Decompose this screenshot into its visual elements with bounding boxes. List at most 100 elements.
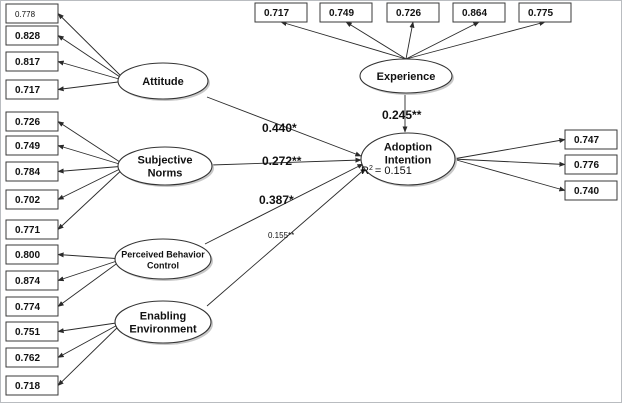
path-arrow-enabling-environment — [206, 167, 367, 307]
indicator-box — [5, 270, 59, 291]
indicator-box — [386, 2, 440, 23]
indicator-loading: 0.749 — [329, 8, 354, 19]
indicator-loading: 0.762 — [15, 353, 40, 364]
labels-layer: 0.440* 0.272** 0.387* 0.155** 0.245** — [259, 108, 422, 240]
indicator-loading: 0.726 — [396, 8, 421, 19]
construct-label: Intention — [385, 155, 432, 167]
construct-attitude: Attitude — [117, 62, 210, 101]
construct-ellipse — [114, 300, 212, 344]
indicator-box — [564, 154, 618, 175]
indicator-box — [5, 51, 59, 72]
indicator-box — [564, 129, 618, 150]
indicator-box — [5, 25, 59, 46]
indicator-box — [5, 3, 59, 24]
indicator-loading: 0.800 — [15, 250, 40, 261]
construct-label: Experience — [377, 71, 436, 83]
construct-label: Enabling — [140, 311, 186, 323]
indicator-loading: 0.864 — [462, 8, 487, 19]
indicator-box — [319, 2, 373, 23]
path-coefficient: 0.155** — [268, 231, 294, 240]
indicator-box — [5, 219, 59, 240]
loading-arrow — [57, 121, 127, 167]
indicator-loading: 0.726 — [15, 117, 40, 128]
nodes-layer: 0.778 0.828 0.817 0.717 0.726 0.749 0.784 0.702… — [5, 2, 618, 396]
loading-arrow — [57, 80, 127, 92]
indicator-loading: 0.778 — [15, 10, 36, 19]
construct-experience: Experience — [359, 58, 454, 95]
loading-arrow — [57, 258, 124, 307]
path-arrow-perceived-behavior-control — [204, 163, 364, 245]
loading-arrow — [57, 321, 124, 334]
indicator-loading: 0.771 — [15, 225, 40, 236]
loading-arrow — [57, 321, 124, 386]
construct-label: Subjective — [137, 155, 192, 167]
indicator-loading: 0.776 — [574, 160, 599, 171]
edges-layer — [57, 13, 566, 386]
indicator-loading: 0.828 — [15, 31, 40, 42]
indicator-box — [5, 161, 59, 182]
loading-arrow — [57, 165, 127, 230]
loading-arrow — [57, 321, 124, 358]
path-coefficient: 0.440* — [262, 121, 297, 135]
loading-arrow — [280, 21, 407, 60]
indicator-loading: 0.717 — [264, 8, 289, 19]
indicator-box — [5, 79, 59, 100]
indicator-loading: 0.751 — [15, 327, 40, 338]
indicator-box — [254, 2, 308, 23]
loading-arrow — [57, 252, 124, 260]
indicator-box — [5, 244, 59, 265]
construct-label: Control — [147, 261, 179, 271]
indicator-loading: 0.702 — [15, 195, 40, 206]
construct-label: Norms — [148, 168, 183, 180]
r-squared-exponent: 2 — [369, 165, 373, 172]
loading-arrow — [452, 137, 566, 160]
path-coefficient: 0.387* — [259, 193, 294, 207]
r-squared-symbol: R — [361, 165, 369, 177]
indicator-loading: 0.740 — [574, 186, 599, 197]
r-squared-value: = 0.151 — [375, 165, 412, 177]
construct-label: Attitude — [142, 76, 184, 88]
loading-arrow — [57, 60, 127, 82]
loading-arrow — [57, 165, 127, 174]
indicator-box — [5, 375, 59, 396]
construct-ellipse — [117, 146, 213, 186]
loading-arrow — [345, 21, 407, 60]
indicator-loading: 0.775 — [528, 8, 553, 19]
loading-arrow — [57, 35, 127, 82]
path-coefficient: 0.272** — [262, 154, 302, 168]
construct-ellipse — [117, 62, 209, 100]
indicator-loading: 0.717 — [15, 85, 40, 96]
indicator-box — [5, 296, 59, 317]
indicator-loading: 0.747 — [574, 135, 599, 146]
path-arrow-attitude — [206, 96, 362, 157]
indicator-loading: 0.718 — [15, 381, 40, 392]
indicator-box — [518, 2, 572, 23]
indicator-box — [5, 135, 59, 156]
loading-arrow — [452, 158, 566, 192]
loading-arrow — [57, 13, 127, 82]
indicator-loading: 0.784 — [15, 167, 40, 178]
indicator-loading: 0.874 — [15, 276, 40, 287]
indicator-box — [5, 347, 59, 368]
r-squared-label: R2= 0.151 — [361, 165, 412, 177]
loading-arrow — [57, 165, 127, 200]
indicator-box — [5, 321, 59, 342]
indicator-box — [5, 111, 59, 132]
construct-ellipse — [359, 58, 453, 94]
indicator-box — [5, 189, 59, 210]
indicator-box — [564, 180, 618, 201]
construct-label: Perceived Behavior — [121, 250, 205, 260]
construct-ellipse — [360, 132, 456, 186]
loading-arrow — [57, 144, 127, 167]
loading-arrow — [452, 158, 566, 167]
indicator-loading: 0.749 — [15, 141, 40, 152]
construct-ellipse — [114, 238, 212, 280]
loading-arrow — [405, 21, 415, 60]
indicator-loading: 0.817 — [15, 57, 40, 68]
path-coefficient: 0.245** — [382, 108, 422, 122]
